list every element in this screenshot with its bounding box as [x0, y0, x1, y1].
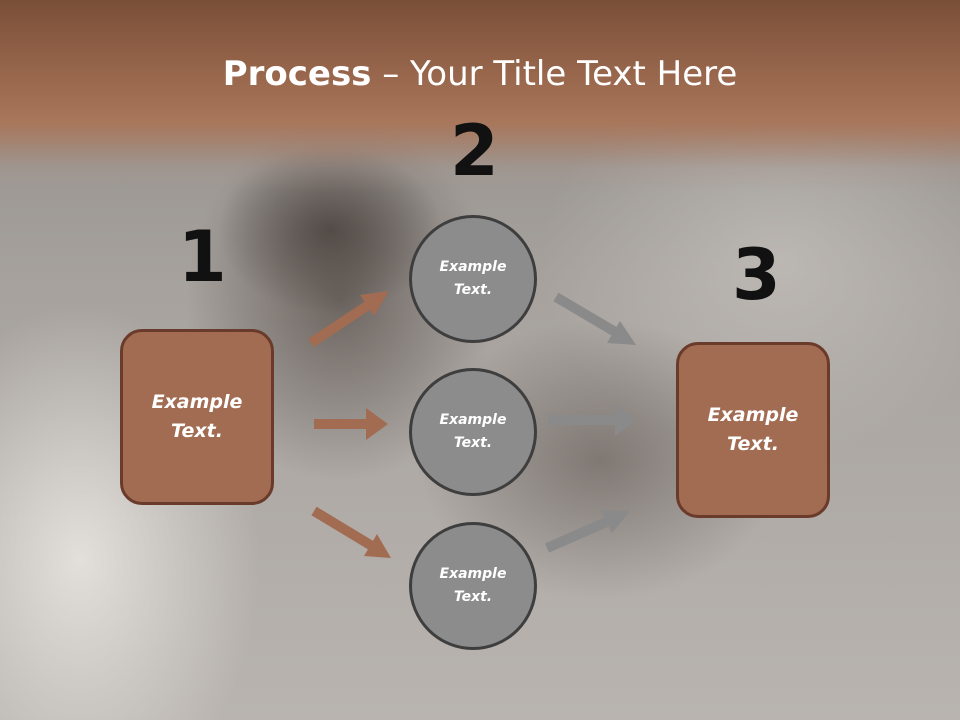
- title-band: [0, 0, 960, 190]
- step-2-circle-bottom-text: Example Text.: [439, 566, 507, 605]
- step-2-circle-middle-text: Example Text.: [439, 412, 507, 451]
- arrow-1-to-bottom: [311, 506, 391, 558]
- step-1-text: Example Text.: [151, 391, 243, 442]
- step-2-circle-middle: Example Text.: [409, 368, 537, 496]
- slide-title-rest: – Your Title Text Here: [371, 54, 738, 94]
- step-1-number: 1: [178, 216, 227, 298]
- step-3-number: 3: [732, 234, 781, 316]
- arrow-middle-to-3: [548, 404, 637, 436]
- step-2-circle-top: Example Text.: [409, 215, 537, 343]
- arrow-bottom-to-3: [544, 510, 630, 553]
- arrow-1-to-middle: [314, 408, 388, 440]
- slide-title-bold: Process: [222, 54, 372, 94]
- arrow-top-to-3: [553, 292, 636, 345]
- step-2-circle-top-text: Example Text.: [439, 259, 507, 298]
- step-2-circle-bottom: Example Text.: [409, 522, 537, 650]
- step-1-box: Example Text.: [120, 329, 274, 505]
- step-3-box: Example Text.: [676, 342, 830, 518]
- slide-title: Process – Your Title Text Here: [0, 52, 960, 96]
- step-3-text: Example Text.: [707, 404, 799, 455]
- step-2-number: 2: [450, 110, 499, 192]
- arrow-1-to-top: [308, 291, 389, 348]
